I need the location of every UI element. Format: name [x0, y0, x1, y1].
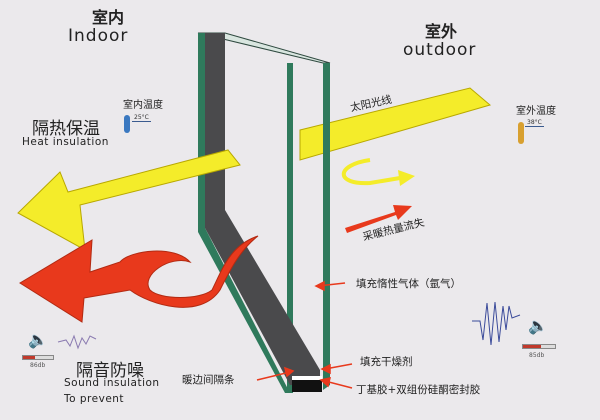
outdoor-temp-value: 38°C	[525, 119, 544, 127]
outdoor-title-zh: 室外	[425, 22, 458, 41]
indoor-sound-wave	[57, 334, 97, 350]
sealant-label: 丁基胶+双组份硅酮密封胶	[356, 384, 481, 396]
desiccant-layer	[292, 376, 322, 380]
spacer-label: 暖边间隔条	[182, 374, 235, 386]
outdoor-sound-wave	[472, 301, 521, 346]
heat-loss-curved-arrow	[19, 235, 259, 323]
sunlight-arrow-outer	[299, 87, 492, 161]
warm-edge-spacer	[205, 33, 320, 385]
outdoor-thermometer-icon	[518, 122, 524, 144]
indoor-thermometer-icon	[124, 115, 130, 133]
sound-insulation-title: 隔音防噪	[76, 361, 144, 381]
sound-insulation-en-2: To prevent	[64, 393, 125, 405]
outdoor-title-en: outdoor	[403, 40, 477, 60]
outdoor-volume-bar	[522, 344, 556, 349]
indoor-temp-value: 25°C	[132, 114, 151, 122]
sunlight-arrow-inner	[17, 149, 241, 251]
outdoor-db-value: 85db	[529, 352, 545, 359]
pointer-arrows	[256, 280, 353, 389]
sound-insulation-en: Sound insulation	[64, 377, 160, 389]
inert-gas-label: 填充惰性气体（氩气）	[356, 278, 461, 290]
desiccant-label: 填充干燥剂	[360, 356, 413, 368]
heat-insulation-en: Heat insulation	[22, 136, 109, 148]
middle-glass-pane	[287, 63, 293, 393]
outer-glass-pane	[323, 63, 330, 390]
indoor-title-zh: 室内	[92, 8, 125, 27]
indoor-volume-bar	[22, 355, 54, 360]
outdoor-speaker-icon: 🔈	[528, 316, 548, 335]
heat-insulation-title: 隔热保温	[32, 119, 100, 139]
indoor-title-en: Indoor	[68, 26, 129, 46]
indoor-temp-label: 室内温度	[123, 100, 163, 111]
indoor-db-value: 86db	[30, 362, 46, 369]
sealant-layer	[292, 380, 322, 392]
sunlight-reflect-arrowhead	[398, 170, 415, 186]
outdoor-temp-label: 室外温度	[516, 106, 556, 117]
heat-loss-small-arrow	[345, 205, 412, 233]
sunlight-reflect-arrow	[341, 158, 401, 186]
indoor-speaker-icon: 🔈	[28, 330, 48, 349]
